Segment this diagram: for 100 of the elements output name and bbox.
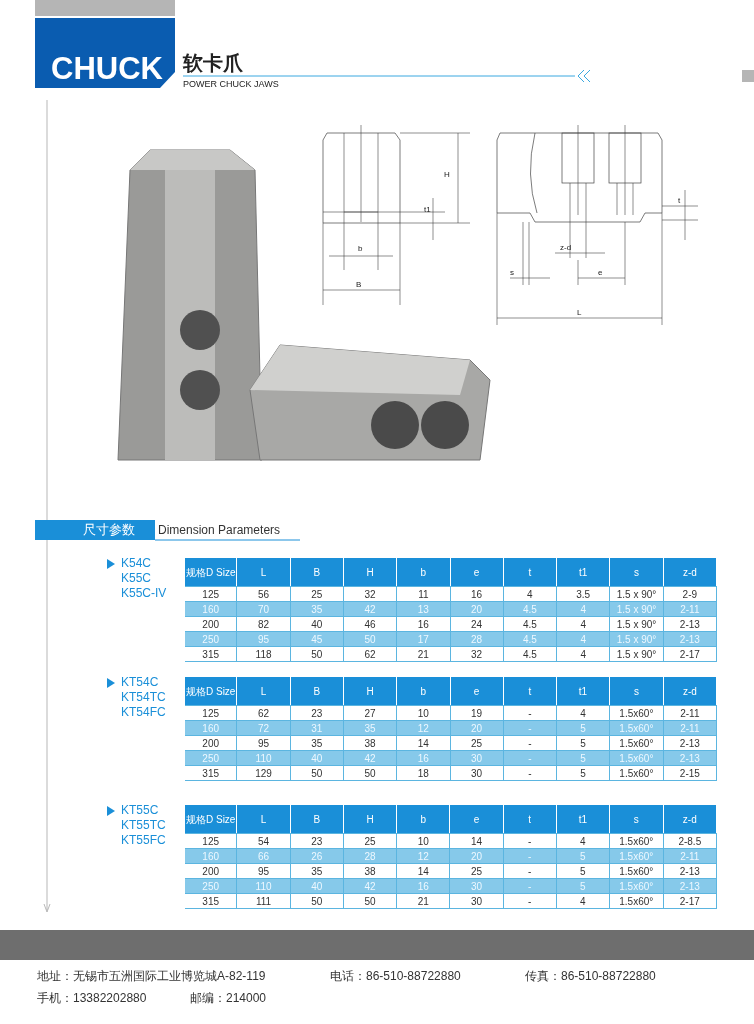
page-title: 软卡爪 [183,51,243,76]
header-cell: e [449,805,504,834]
table-cell: 2-9 [663,586,717,602]
table-cell: 4 [503,586,557,602]
header-cell: t1 [556,805,610,834]
table-cell: 1.5x60° [609,833,664,849]
contact-text: 地址：无锡市五洲国际工业博览城A-82-119 [37,968,266,985]
header-cell: b [396,677,450,706]
contact-text: 邮编：214000 [190,990,267,1007]
section-tab: 尺寸参数 [35,520,155,540]
table-cell: 25 [449,863,504,879]
table-cell: 5 [556,735,610,751]
table-cell: 2-13 [663,735,717,751]
header-cell: L [236,677,291,706]
table-cell: 2-13 [663,616,717,632]
table-cell: 50 [343,765,397,781]
header-cell: e [450,558,504,587]
table-cell: - [503,705,557,721]
table-cell: 4.5 [503,646,557,662]
model-name: K55C-IV [121,586,167,600]
table-cell: 21 [396,646,450,662]
table-cell: 38 [343,735,397,751]
table-cell: 14 [396,863,450,879]
table-cell: 30 [450,765,504,781]
table-cell: 118 [236,646,291,662]
table-cell: 50 [290,765,344,781]
table-cell: 315 [185,646,237,662]
table-cell: 24 [450,616,504,632]
dimension-label: H [444,170,450,179]
table-cell: 1.5x60° [609,863,664,879]
contact-text: 电话：86-510-88722880 [330,968,461,985]
header-cell: z-d [663,677,717,706]
table-cell: 129 [236,765,291,781]
table-cell: 4 [556,646,610,662]
model-name: KT55FC [121,833,166,847]
table-cell: 125 [185,833,237,849]
header-cell: z-d [663,558,717,587]
table-cell: 5 [556,863,610,879]
table-cell: 25 [450,735,504,751]
dimension-label: t1 [424,205,431,214]
table-cell: - [503,765,557,781]
table-cell: 25 [290,586,344,602]
table-cell: 200 [185,863,237,879]
table-cell: 62 [236,705,291,721]
table-cell: 14 [449,833,504,849]
model-name: KT54TC [121,690,166,704]
header-cell: b [396,558,450,587]
header-cell: t1 [556,558,610,587]
table-cell: 111 [236,893,291,909]
table-cell: 4 [556,893,610,909]
header-cell: t [503,805,557,834]
page-subtitle: POWER CHUCK JAWS [183,79,279,89]
table-cell: 315 [185,893,237,909]
table-cell: 25 [343,833,397,849]
table-cell: 200 [185,735,237,751]
table-cell: 4 [556,705,610,721]
model-name: K55C [121,571,152,585]
table-cell: 23 [290,833,344,849]
model-name: KT54C [121,675,159,689]
table-cell: - [503,863,557,879]
table-cell: 50 [290,646,344,662]
table-cell: 54 [236,833,291,849]
header-cell: B [290,558,344,587]
dimension-label: t [678,196,681,205]
table-cell: 4.5 [503,616,557,632]
section-title: Dimension Parameters [158,523,281,537]
table-cell: 2-17 [663,893,717,909]
model-name: KT54FC [121,705,166,719]
table-cell: 2-8.5 [663,833,717,849]
dimension-label: B [356,280,362,289]
table-cell: 200 [185,616,237,632]
table-cell: 2-17 [663,646,717,662]
table-cell: 10 [396,705,450,721]
table-cell: 46 [343,616,397,632]
table-cell: - [503,833,557,849]
table-cell: 56 [236,586,291,602]
table-cell: 35 [290,735,344,751]
header-cell: L [236,558,291,587]
table-cell: 1.5 x 90° [609,646,664,662]
table-cell: 4 [556,616,610,632]
table-cell: 10 [396,833,450,849]
table-cell: 11 [396,586,450,602]
table-cell: 14 [396,735,450,751]
table-cell: - [503,735,557,751]
header-cell: t [503,677,557,706]
header-cell: t [503,558,557,587]
dimension-label: z-d [560,243,572,252]
dimension-label: L [577,308,582,317]
table-cell: 3.5 [556,586,610,602]
table-cell: 16 [396,616,450,632]
table-cell: 30 [449,893,504,909]
table-cell: - [503,893,557,909]
header-cell: s [609,677,664,706]
header-cell: 规格D Size [185,805,237,834]
table-cell: 315 [185,765,237,781]
header-cell: z-d [663,805,717,834]
contact-text: 手机：13382202880 [37,990,147,1007]
table-cell: 95 [236,863,291,879]
table-cell: 1.5x60° [609,765,664,781]
table-cell: 32 [450,646,504,662]
